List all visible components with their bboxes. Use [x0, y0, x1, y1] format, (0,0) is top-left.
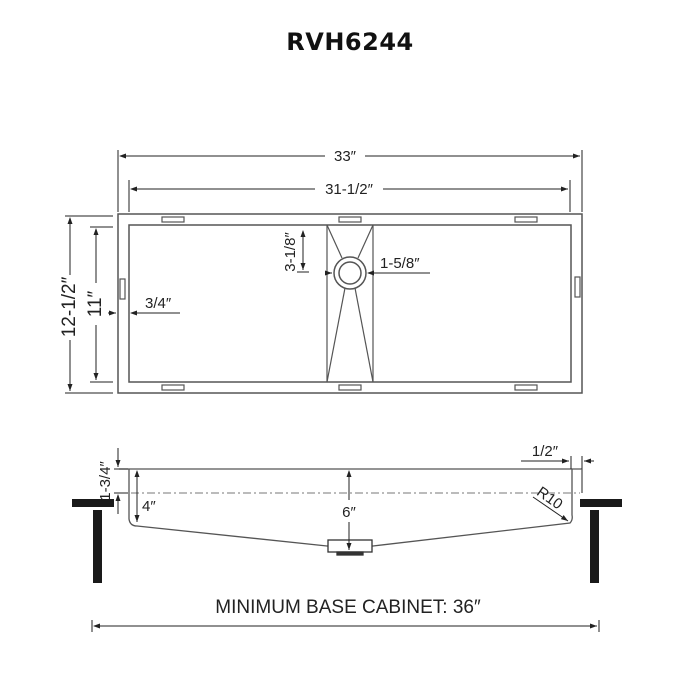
drain-offset-dimension: 3-1/8″: [282, 230, 309, 273]
overall-width-dimension: 33″: [117, 148, 583, 212]
drain-outer: [333, 256, 367, 290]
drain-offset-label: 3-1/8″: [282, 232, 299, 272]
overhang-dimension: 1/2″: [521, 443, 594, 469]
cabinet-width-label: MINIMUM BASE CABINET: 36″: [215, 597, 481, 618]
overhang-label: 1/2″: [532, 443, 559, 460]
inner-depth-label: 11″: [85, 291, 106, 318]
rim-width-label: 3/4″: [145, 295, 172, 312]
center-depth-label: 6″: [342, 504, 356, 521]
edge-depth-dimension: 4″: [134, 470, 156, 522]
top-view: 33″ 31-1/2″: [59, 148, 583, 394]
overall-width-label: 33″: [334, 148, 357, 165]
overall-depth-label: 12-1/2″: [59, 276, 80, 337]
side-drain: [327, 539, 373, 556]
right-cabinet-wall: [590, 510, 599, 583]
inner-width-label: 31-1/2″: [325, 181, 374, 198]
inner-width-dimension: 31-1/2″: [128, 180, 571, 212]
flange-depth-dimension: 1-3/4″: [97, 448, 128, 514]
inner-depth-dimension: 11″: [85, 226, 113, 383]
drain-inner: [338, 261, 362, 285]
side-view: 1-3/4″ 4″ 6″ 1/2″ R10: [72, 443, 622, 632]
overall-depth-dimension: 12-1/2″: [59, 215, 113, 394]
right-countertop: [580, 499, 622, 507]
sink-outer-rim: [117, 213, 583, 394]
model-title: RVH6244: [286, 28, 414, 56]
flange-depth-label: 1-3/4″: [97, 461, 114, 501]
drain-channel: [326, 224, 374, 383]
left-countertop: [72, 499, 114, 507]
countertops: [72, 499, 622, 583]
edge-depth-label: 4″: [142, 498, 156, 515]
corner-radius-dimension: R10: [532, 483, 569, 522]
drain-diameter-dimension: 1-5/8″: [325, 255, 430, 276]
sink-inner-basin: [128, 224, 572, 383]
cabinet-width-dimension: MINIMUM BASE CABINET: 36″: [91, 597, 600, 632]
mounting-clips: [119, 216, 581, 391]
center-depth-dimension: 6″: [342, 470, 357, 550]
drain-diameter-label: 1-5/8″: [380, 255, 420, 272]
rim-width-dimension: 3/4″: [108, 295, 180, 316]
left-cabinet-wall: [93, 510, 102, 583]
